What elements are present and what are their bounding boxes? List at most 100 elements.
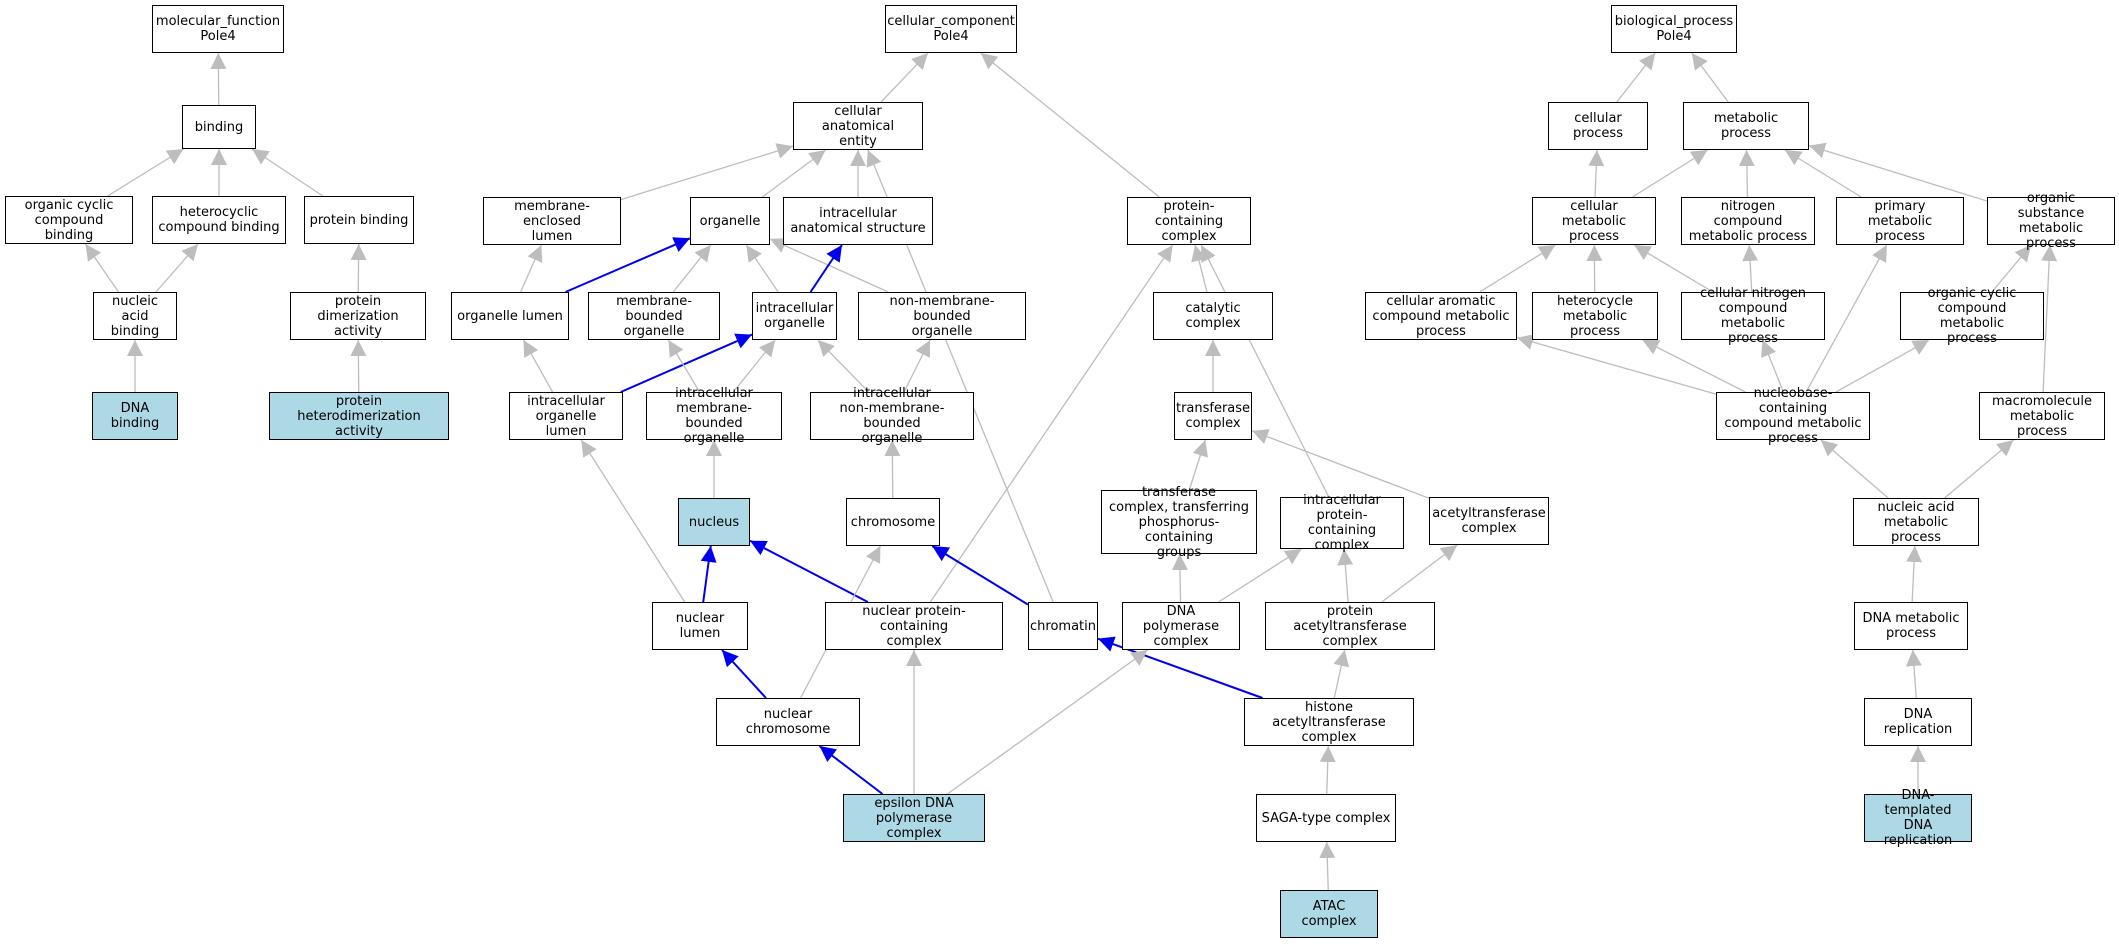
edge-patc-to-atc [1381, 544, 1458, 603]
go-term-dnamp: DNA metabolic process [1854, 602, 1968, 650]
edge-namp-to-nbcmp [1820, 439, 1889, 499]
edge-phda-to-pda [350, 339, 367, 393]
go-term-iol: intracellular organelle lumen [509, 392, 623, 440]
edge-cat-to-pcc [1191, 244, 1208, 293]
edge-tcp-to-tc [1188, 439, 1209, 491]
go-term-patc: protein acetyltransferase complex [1265, 602, 1435, 650]
go-term-dtdr: DNA-templated DNA replication [1864, 788, 1972, 848]
edge-namp-to-mmp [1944, 439, 2014, 499]
go-term-ipcc: intracellular protein-containing complex [1280, 493, 1404, 553]
go-term-bp: biological_process Pole4 [1611, 5, 1737, 53]
edge-binding-to-mf [210, 52, 227, 106]
go-term-hcb: heterocyclic compound binding [152, 196, 286, 244]
go-term-imbo: intracellular membrane-bounded organelle [646, 386, 782, 446]
go-term-cncmp: cellular nitrogen compound metabolic pro… [1681, 286, 1825, 346]
go-term-inmbo: intracellular non-membrane-bounded organ… [810, 386, 974, 446]
edge-saga-to-hatc [1319, 745, 1336, 795]
edge-mmp-to-osmp [2041, 244, 2058, 393]
go-term-cacmp: cellular aromatic compound metabolic pro… [1365, 292, 1517, 340]
edge-dnap-to-ipcc [1218, 548, 1302, 603]
edge-occmp-to-osmp [1991, 244, 2032, 293]
go-term-hmp: heterocycle metabolic process [1532, 292, 1658, 340]
edge-ocb-to-binding [107, 148, 184, 197]
edge-nab-to-hcb [155, 243, 199, 293]
go-term-nuc: nucleus [678, 498, 750, 546]
edge-nbcmp-to-cacmp [1516, 334, 1717, 395]
edge-atc-to-tc [1251, 429, 1430, 499]
go-term-nbcmp: nucleobase-containing compound metabolic… [1716, 386, 1870, 446]
go-term-tcp: transferase complex, transferring phosph… [1101, 485, 1257, 560]
go-term-nab: nucleic acid binding [93, 292, 177, 340]
edge-atac-to-saga [1319, 841, 1336, 891]
edge-pmp-to-mp [1784, 149, 1862, 198]
go-term-npcc: nuclear protein-containing complex [825, 602, 1003, 650]
go-term-io: intracellular organelle [752, 292, 837, 340]
go-term-dnab: DNA binding [92, 392, 178, 440]
edge-dnar-to-dnamp [1905, 649, 1922, 699]
edge-org-to-cae [761, 149, 827, 198]
edge-mbo-to-org [672, 244, 712, 293]
go-term-atc: acetyltransferase complex [1429, 497, 1549, 545]
go-term-pda: protein dimerization activity [290, 292, 426, 340]
edge-imbo-to-io [732, 339, 776, 393]
go-term-ncmp: nitrogen compound metabolic process [1681, 197, 1815, 245]
edge-pcc-to-cc [980, 52, 1160, 198]
go-term-nl: nuclear lumen [652, 602, 748, 650]
edge-osmp-to-mp [1808, 142, 1988, 202]
go-term-cmp: cellular metabolic process [1532, 197, 1656, 245]
go-term-nmbo: non-membrane-bounded organelle [858, 292, 1026, 340]
go-term-dnap: DNA polymerase complex [1122, 602, 1240, 650]
edge-pda-to-pb [350, 243, 367, 293]
edge-npcc-to-nuc [749, 539, 869, 603]
edge-iol-to-io [620, 333, 753, 393]
edge-nbcmp-to-hmp [1642, 339, 1746, 393]
edge-mp-to-bp [1691, 52, 1729, 103]
edge-cmp-to-mp [1632, 149, 1708, 198]
go-term-cp: cellular process [1548, 102, 1648, 150]
go-term-org: organelle [690, 197, 770, 245]
go-term-mp: metabolic process [1683, 102, 1809, 150]
edge-nbcmp-to-cncmp [1761, 339, 1785, 393]
go-term-chr: chromosome [846, 498, 940, 546]
edge-npcc-to-pcc [929, 244, 1174, 603]
edge-cncmp-to-ncmp [1742, 244, 1759, 293]
edge-cacmp-to-cmp [1479, 244, 1556, 293]
go-term-atac: ATAC complex [1280, 890, 1378, 938]
go-term-mel: membrane-enclosed lumen [483, 197, 621, 245]
edge-nl-to-nuc [700, 545, 717, 603]
edge-imbo-to-mbo [667, 339, 701, 393]
edge-iol-to-orgl [522, 339, 554, 393]
go-term-pb: protein binding [304, 196, 414, 244]
go-term-occmp: organic cyclic compound metabolic proces… [1900, 286, 2044, 346]
go-term-osmp: organic substance metabolic process [1987, 191, 2115, 251]
edge-cncmp-to-cmp [1633, 244, 1714, 293]
edge-dnap-to-tcp [1171, 553, 1188, 603]
edge-cp-to-bp [1616, 52, 1656, 103]
edge-orgl-to-org [565, 237, 691, 293]
edge-nab-to-ocb [84, 243, 120, 293]
edge-inmbo-to-io [817, 339, 870, 393]
edge-layer [84, 52, 2058, 891]
go-term-cc: cellular_component Pole4 [885, 5, 1017, 53]
edge-inmbo-to-nmbo [903, 339, 931, 393]
edge-ncmp-to-mp [1738, 149, 1755, 198]
edge-pb-to-binding [251, 148, 324, 197]
edge-eps-to-dnap [946, 649, 1149, 795]
go-term-dnar: DNA replication [1864, 698, 1972, 746]
go-term-pcc: protein-containing complex [1127, 197, 1251, 245]
go-term-chrt: chromatin [1028, 602, 1098, 650]
edge-chr-to-inmbo [884, 439, 901, 499]
edge-nbcmp-to-occmp [1835, 339, 1930, 393]
edge-orgl-to-mel [520, 244, 543, 293]
go-term-nchr: nuclear chromosome [716, 698, 860, 746]
edge-chrt-to-chr [931, 545, 1029, 606]
go-term-namp: nucleic acid metabolic process [1853, 498, 1979, 546]
go-term-mf: molecular_function Pole4 [152, 5, 284, 53]
edge-nchr-to-nl [721, 649, 767, 699]
go-term-cat: catalytic complex [1153, 292, 1273, 340]
go-term-phda: protein heterodimerization activity [269, 392, 449, 440]
go-term-hatc: histone acetyltransferase complex [1244, 698, 1414, 746]
edge-hatc-to-patc [1333, 649, 1350, 699]
edge-dnamp-to-namp [1906, 545, 1923, 603]
edge-nl-to-iol [580, 439, 686, 603]
